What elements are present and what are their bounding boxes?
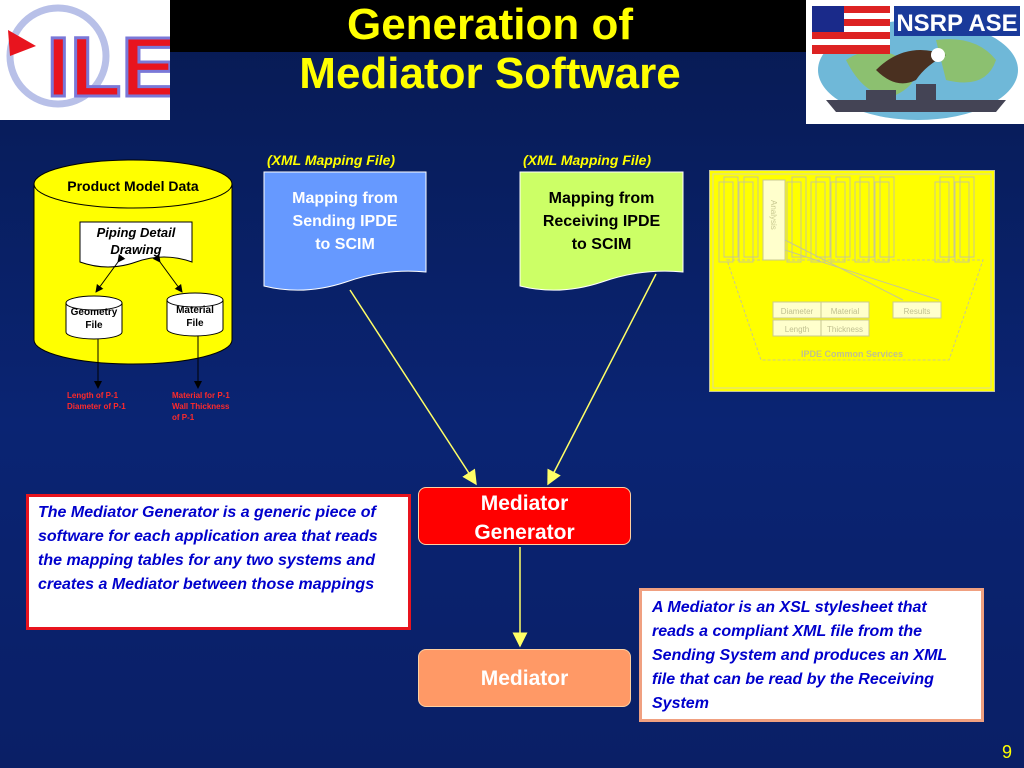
geometry-file-cylinder	[65, 295, 123, 340]
mediator-box: Mediator	[418, 649, 631, 707]
material-file-label: Material File	[176, 305, 214, 329]
receiving-doc-line-2: Receiving IPDE	[542, 213, 661, 230]
material-output-material: Material for P-1	[172, 391, 230, 400]
ipde-common-services-panel: Analysis Diameter Material Results Lengt…	[709, 170, 995, 392]
nsrp-ase-logo: NSRP ASE	[806, 0, 1024, 124]
material-file-cylinder	[166, 292, 224, 337]
ile-logo-graphic: ILE	[6, 4, 179, 116]
page-number: 9	[1001, 742, 1012, 762]
ipde-thickness-label: Thickness	[827, 325, 863, 334]
ile-logo: ILE	[0, 0, 179, 120]
receiving-mapping-doc	[519, 171, 684, 291]
nsrp-logo-graphic: NSRP ASE	[812, 6, 1020, 120]
ipde-funnel	[726, 259, 984, 361]
generator-line-1: Mediator	[480, 492, 569, 515]
material-output-of: of P-1	[172, 413, 195, 422]
ipde-material-label: Material	[831, 307, 860, 316]
ipde-results-label: Results	[904, 307, 931, 316]
piping-detail-label: Piping Detail Drawing	[96, 225, 176, 257]
analysis-label: Analysis	[769, 200, 778, 230]
receiving-doc-line-3: to SCIM	[571, 236, 632, 253]
us-flag-icon	[812, 6, 890, 54]
geometry-file-label: Geometry File	[70, 307, 118, 331]
receiving-doc-text: Mapping from Receiving IPDE to SCIM	[522, 187, 681, 256]
receiving-doc-line-1: Mapping from	[548, 190, 655, 207]
geometry-outputs: Length of P-1 Diameter of P-1	[67, 390, 126, 412]
title-line-1: Generation of	[346, 0, 634, 49]
ipde-columns	[718, 176, 975, 263]
ile-logo-text: ILE	[47, 20, 170, 114]
sending-doc-text: Mapping from Sending IPDE to SCIM	[266, 187, 424, 256]
material-outputs: Material for P-1 Wall Thickness of P-1	[172, 390, 230, 423]
page-title: Generation of Mediator Software	[170, 0, 810, 98]
title-line-2: Mediator Software	[299, 49, 681, 98]
product-model-title: Product Model Data	[67, 178, 199, 194]
ipde-diameter-label: Diameter	[781, 307, 814, 316]
sending-doc-line-3: to SCIM	[315, 236, 375, 253]
sending-to-generator-arrow	[349, 289, 477, 486]
generator-line-2: Generator	[474, 521, 575, 544]
ipde-length-label: Length	[785, 325, 809, 334]
ile-logo-triangle	[8, 30, 36, 56]
receiving-xml-label: (XML Mapping File)	[523, 152, 652, 168]
geometry-output-diameter: Diameter of P-1	[67, 402, 126, 411]
mediator-definition-note: A Mediator is an XSL stylesheet that rea…	[639, 588, 984, 722]
piping-geometry-arrow	[95, 253, 126, 293]
mediator-generator-note: The Mediator Generator is a generic piec…	[26, 494, 411, 630]
sending-doc-line-1: Mapping from	[292, 190, 398, 207]
eagle-icon	[876, 48, 946, 84]
mediator-generator-box: Mediator Generator	[418, 487, 631, 545]
ship-icon	[826, 84, 1006, 112]
nsrp-logo-text: NSRP ASE	[896, 10, 1017, 37]
sending-xml-label: (XML Mapping File)	[267, 152, 396, 168]
receiving-to-generator-arrow	[547, 273, 657, 486]
sending-doc-line-2: Sending IPDE	[292, 213, 398, 230]
sending-mapping-doc	[263, 171, 427, 291]
material-output-thickness: Wall Thickness	[172, 402, 230, 411]
piping-material-arrow	[152, 253, 183, 293]
geometry-output-length: Length of P-1	[67, 391, 119, 400]
ipde-services-label: IPDE Common Services	[801, 349, 903, 359]
